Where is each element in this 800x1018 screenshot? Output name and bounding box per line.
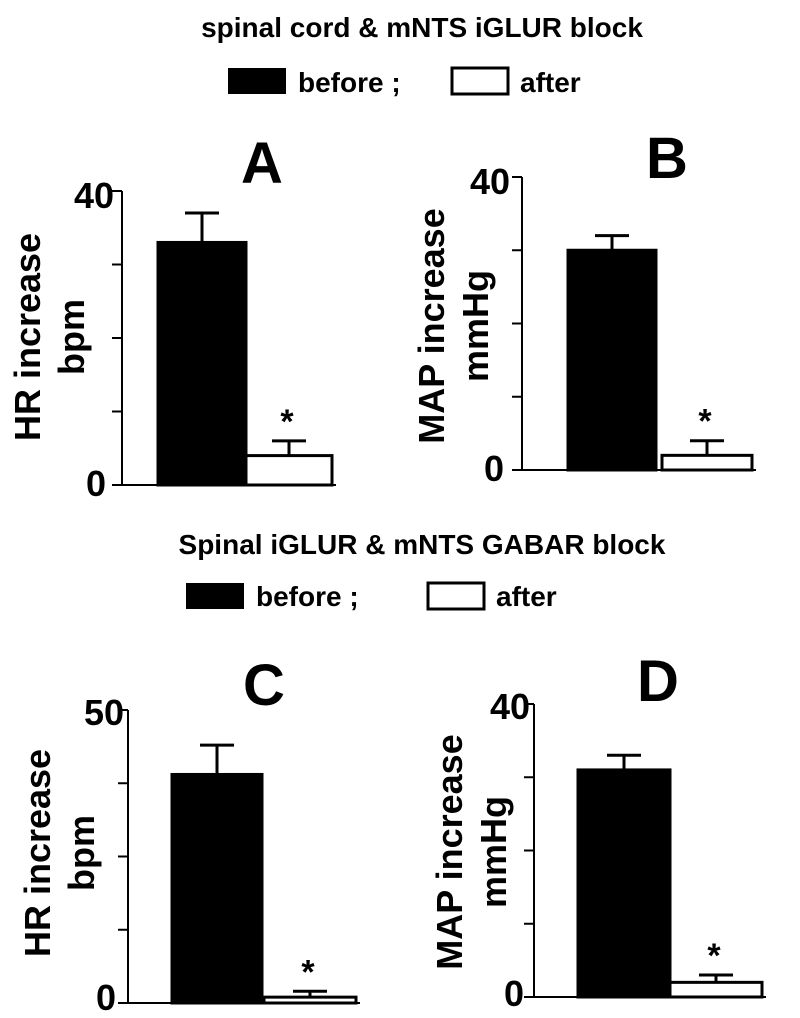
panel-d-ylabel-2: mmHg	[473, 796, 514, 908]
legend-before-swatch-1	[228, 68, 286, 94]
panel-d-significance-marker: *	[707, 937, 721, 975]
panel-d-bar-before	[576, 768, 672, 999]
panel-b-letter: B	[646, 126, 688, 191]
panel-a-significance-marker: *	[280, 403, 294, 441]
panel-d-ytick-top: 40	[490, 686, 530, 727]
panel-a-ytick-top: 40	[74, 175, 114, 216]
panel-c-letter: C	[243, 653, 285, 718]
panel-c-ytick-top: 50	[84, 692, 124, 733]
panel-a-bar-after	[244, 454, 334, 487]
legend-before-swatch-2	[186, 583, 244, 609]
panel-d-ytick-zero: 0	[504, 973, 524, 1014]
panel-b-ylabel-2: mmHg	[455, 270, 496, 382]
panel-c-ylabel-1: HR increase	[17, 749, 58, 957]
panel-c-ylabel-2: bpm	[61, 815, 102, 891]
panel-b-bar-before	[566, 248, 658, 472]
panel-c: C HR increase bpm 50 0 *	[17, 653, 360, 1018]
panel-a: A HR increase bpm 40 0 *	[7, 131, 336, 504]
panel-c-bar-after	[262, 995, 358, 1005]
panel-b: B MAP increase mmHg 40 0 *	[411, 126, 756, 489]
panel-a-ytick-zero: 0	[86, 463, 106, 504]
panel-b-ytick-top: 40	[470, 161, 510, 202]
panel-c-ytick-zero: 0	[96, 977, 116, 1018]
group-1-title: spinal cord & mNTS iGLUR block	[201, 12, 643, 43]
group-2-title: Spinal iGLUR & mNTS GABAR block	[179, 529, 666, 560]
panel-c-significance-marker: *	[301, 953, 315, 991]
panel-a-ylabel-2: bpm	[51, 299, 92, 375]
panel-b-bar-after	[660, 453, 754, 472]
legend-after-swatch-1	[450, 66, 510, 96]
panel-d-bar-after	[668, 980, 764, 999]
panel-b-ylabel-1: MAP increase	[411, 208, 452, 443]
panel-c-bar-before	[170, 772, 264, 1005]
panel-a-letter: A	[241, 131, 283, 196]
legend-after-label-1: after	[520, 67, 581, 98]
legend-after-swatch-2	[426, 581, 486, 611]
panel-b-significance-marker: *	[698, 403, 712, 441]
legend-before-label-2: before ;	[256, 581, 359, 612]
panel-b-ytick-zero: 0	[484, 448, 504, 489]
panel-a-bar-before	[156, 240, 248, 487]
legend-after-label-2: after	[496, 581, 557, 612]
panel-d-letter: D	[637, 649, 679, 714]
panel-d-ylabel-1: MAP increase	[429, 734, 470, 969]
legend-before-label-1: before ;	[298, 67, 401, 98]
panel-a-ylabel-1: HR increase	[7, 233, 48, 441]
panel-d: D MAP increase mmHg 40 0 *	[429, 649, 766, 1014]
